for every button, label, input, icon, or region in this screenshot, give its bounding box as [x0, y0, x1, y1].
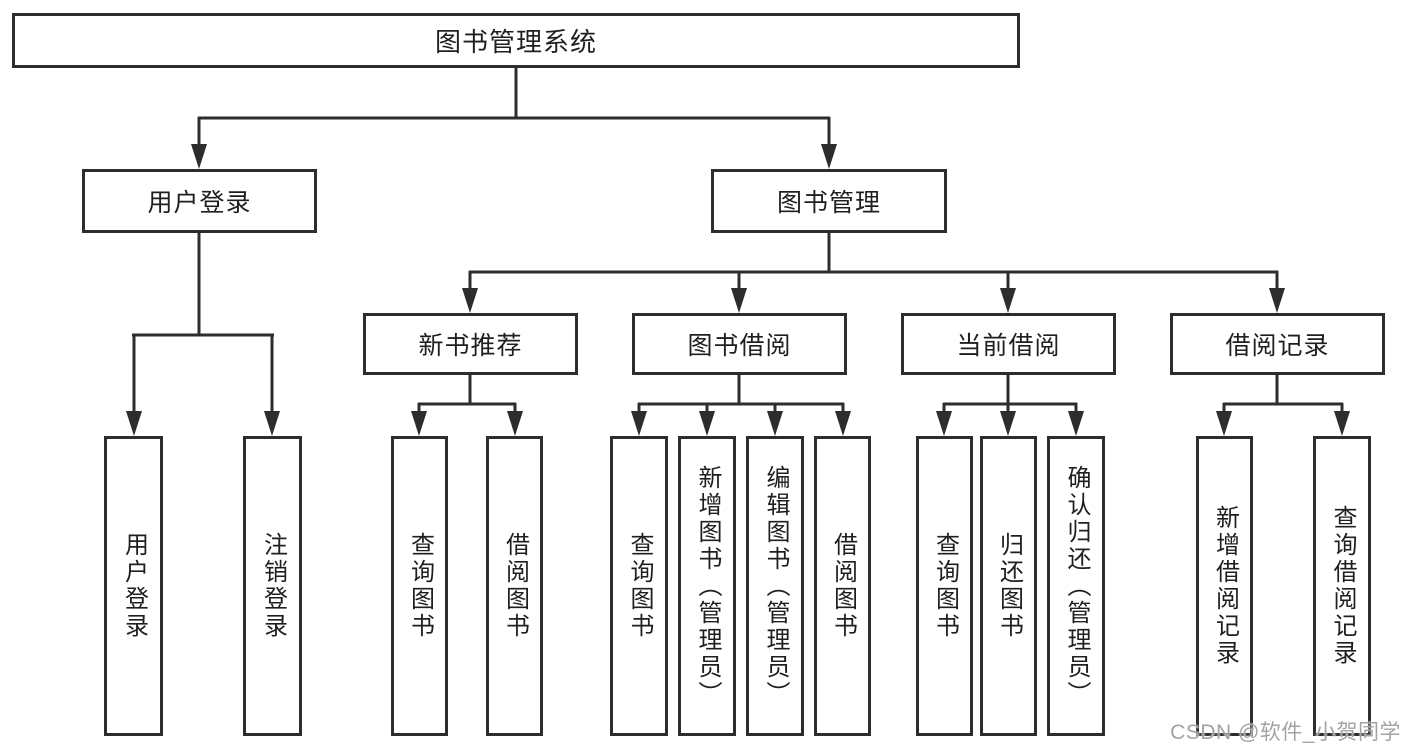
node-book-borrowing: 图书借阅 [632, 313, 847, 375]
leaf-logout: 注销登录 [243, 436, 302, 736]
leaf-current-confirm-return-admin: 确认归还（管理员） [1047, 436, 1105, 736]
leaf-borrowing-query-books: 查询图书 [610, 436, 668, 736]
leaf-borrowing-add-books-admin: 新增图书（管理员） [678, 436, 736, 736]
csdn-watermark: CSDN @软件_小贺同学 [1170, 721, 1401, 744]
node-new-book-recommendation: 新书推荐 [363, 313, 578, 375]
node-library-management-system: 图书管理系统 [12, 13, 1020, 68]
leaf-borrowing-edit-books-admin: 编辑图书（管理员） [746, 436, 804, 736]
leaf-user-login: 用户登录 [104, 436, 163, 736]
leaf-borrowing-borrow-books: 借阅图书 [814, 436, 871, 736]
leaf-recommend-borrow-books: 借阅图书 [486, 436, 543, 736]
node-book-management: 图书管理 [711, 169, 947, 233]
leaf-recommend-query-books: 查询图书 [391, 436, 448, 736]
leaf-records-query-borrow-record: 查询借阅记录 [1313, 436, 1371, 736]
node-current-borrowing: 当前借阅 [901, 313, 1116, 375]
leaf-current-return-books: 归还图书 [980, 436, 1037, 736]
node-borrowing-records: 借阅记录 [1170, 313, 1385, 375]
node-user-login: 用户登录 [82, 169, 317, 233]
leaf-records-add-borrow-record: 新增借阅记录 [1196, 436, 1253, 736]
leaf-current-query-books: 查询图书 [916, 436, 973, 736]
